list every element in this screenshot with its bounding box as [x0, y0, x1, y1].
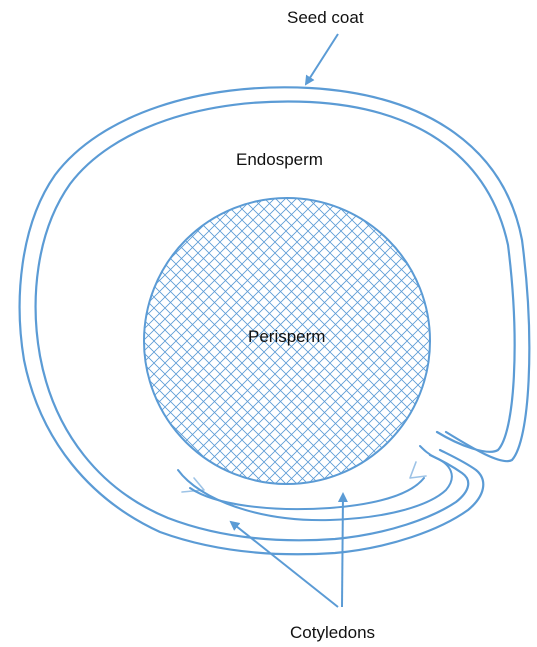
endosperm-label: Endosperm [236, 150, 323, 170]
seed-coat-arrow [306, 34, 338, 84]
cotyledon-tip-right [410, 462, 426, 478]
perisperm-label: Perisperm [248, 327, 325, 347]
cotyledon-arrow-left [231, 522, 338, 607]
cotyledon-arrow-right [342, 494, 343, 607]
seed-coat-label: Seed coat [287, 8, 364, 28]
cotyledons-label: Cotyledons [290, 623, 375, 643]
